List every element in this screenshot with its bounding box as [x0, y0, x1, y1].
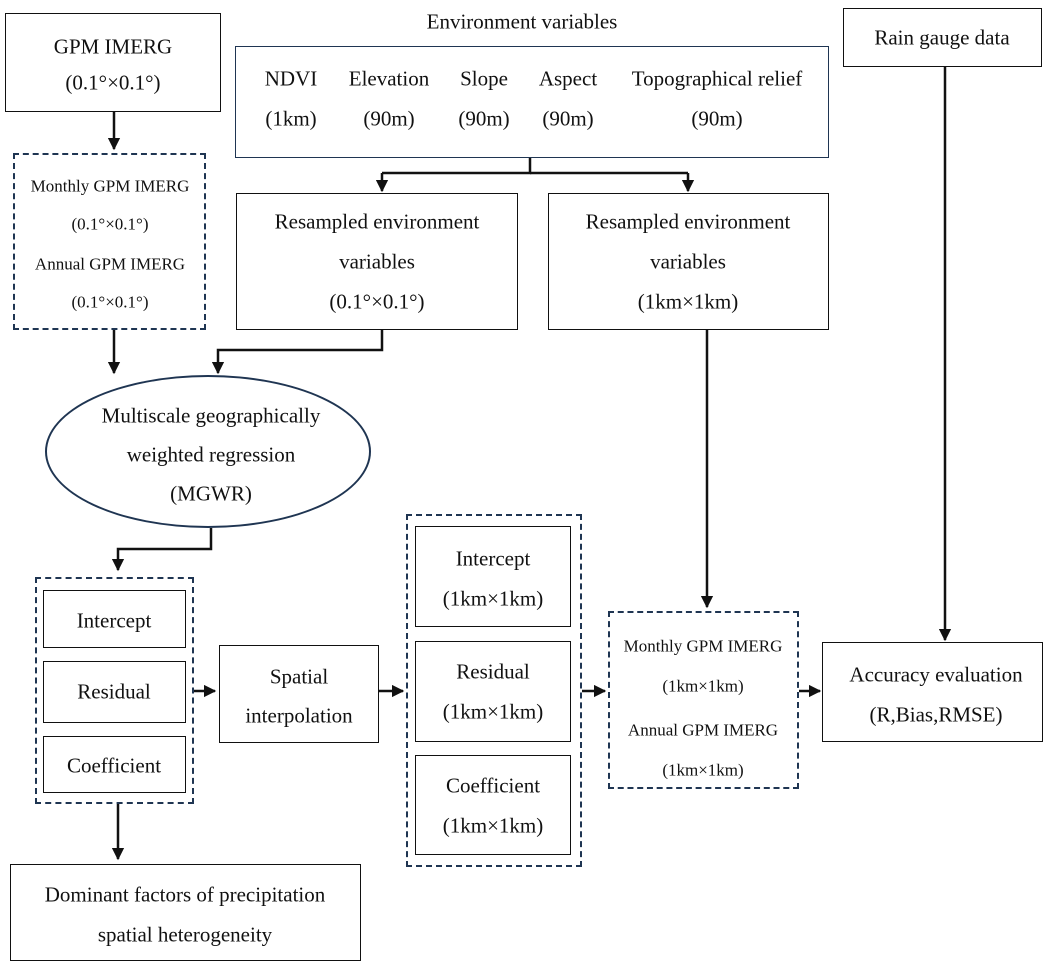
- resampled-coarse-line1: Resampled environment: [274, 209, 480, 234]
- spatial-interpolation-box: [219, 645, 379, 743]
- env-var-elevation-resolution: (90m): [363, 106, 415, 131]
- dominant-factors-box: [10, 864, 361, 961]
- intercept-label: Intercept: [76, 608, 152, 633]
- fine-intercept-label: Intercept: [455, 546, 531, 571]
- env-var-aspect-resolution: (90m): [542, 106, 594, 131]
- monthly-gpm-coarse-resolution: (0.1°×0.1°): [71, 214, 149, 234]
- monthly-gpm-fine-resolution: (1km×1km): [662, 676, 744, 696]
- resampled-fine-line1: Resampled environment: [585, 209, 791, 234]
- resampled-fine-line2: variables: [650, 249, 726, 274]
- coefficient-box: [43, 736, 186, 793]
- rain-gauge-label: Rain gauge data: [874, 25, 1010, 50]
- fine-coefficient-resolution: (1km×1km): [442, 813, 544, 838]
- mgwr-line1: Multiscale geographically: [101, 403, 321, 428]
- mgwr-ellipse: [45, 375, 371, 528]
- env-var-topographical-relief: Topographical relief: [631, 66, 803, 91]
- dominant-factors-line1: Dominant factors of precipitation: [44, 882, 326, 907]
- dominant-factors-line2: spatial heterogeneity: [97, 922, 273, 947]
- resampled-fine-box: [548, 193, 829, 330]
- monthly-annual-coarse-box: [13, 153, 206, 330]
- accuracy-evaluation-box: [822, 642, 1043, 742]
- annual-gpm-fine-label: Annual GPM IMERG: [627, 720, 779, 740]
- resampled-fine-resolution: (1km×1km): [637, 289, 739, 314]
- arrow-resampled-coarse-to-mgwr: [211, 330, 384, 375]
- env-var-ndvi-resolution: (1km): [265, 106, 317, 131]
- fine-residual-resolution: (1km×1km): [442, 699, 544, 724]
- accuracy-evaluation-line2: (R,Bias,RMSE): [869, 702, 1003, 727]
- coefficient-label: Coefficient: [66, 753, 162, 778]
- annual-gpm-coarse-resolution: (0.1°×0.1°): [71, 292, 149, 312]
- monthly-gpm-coarse-label: Monthly GPM IMERG: [30, 176, 190, 196]
- rain-gauge-box: [843, 8, 1042, 67]
- fine-intercept-resolution: (1km×1km): [442, 586, 544, 611]
- annual-gpm-coarse-label: Annual GPM IMERG: [34, 254, 186, 274]
- env-var-aspect: Aspect: [538, 66, 598, 91]
- mgwr-line3: (MGWR): [170, 481, 252, 506]
- annual-gpm-fine-resolution: (1km×1km): [662, 760, 744, 780]
- gpm-imerg-title: GPM IMERG: [53, 34, 173, 59]
- monthly-gpm-fine-label: Monthly GPM IMERG: [623, 636, 783, 656]
- residual-label: Residual: [77, 679, 151, 704]
- environment-variables-title: Environment variables: [426, 9, 618, 34]
- environment-variables-box: [235, 46, 829, 158]
- arrow-mgwr-to-outputs: [111, 528, 213, 572]
- env-var-ndvi: NDVI: [264, 66, 318, 91]
- fine-intercept-box: [415, 526, 571, 627]
- spatial-interpolation-line1: Spatial: [269, 664, 329, 689]
- spatial-interpolation-line2: interpolation: [245, 703, 353, 728]
- fine-residual-label: Residual: [456, 659, 530, 684]
- env-var-slope-resolution: (90m): [458, 106, 510, 131]
- connector-env-trunk: [382, 158, 532, 175]
- env-var-topographical-relief-resolution: (90m): [691, 106, 743, 131]
- gpm-imerg-resolution: (0.1°×0.1°): [65, 70, 161, 95]
- fine-coefficient-label: Coefficient: [445, 773, 541, 798]
- env-var-slope: Slope: [460, 66, 508, 91]
- accuracy-evaluation-line1: Accuracy evaluation: [849, 662, 1023, 687]
- fine-coefficient-box: [415, 755, 571, 855]
- residual-box: [43, 661, 186, 723]
- monthly-annual-fine-box: [608, 611, 799, 789]
- fine-residual-box: [415, 641, 571, 742]
- resampled-coarse-box: [236, 193, 518, 330]
- intercept-box: [43, 590, 186, 648]
- gpm-imerg-box: [5, 13, 221, 112]
- env-var-elevation: Elevation: [348, 66, 430, 91]
- resampled-coarse-resolution: (0.1°×0.1°): [329, 289, 425, 314]
- resampled-coarse-line2: variables: [339, 249, 415, 274]
- mgwr-line2: weighted regression: [126, 442, 296, 467]
